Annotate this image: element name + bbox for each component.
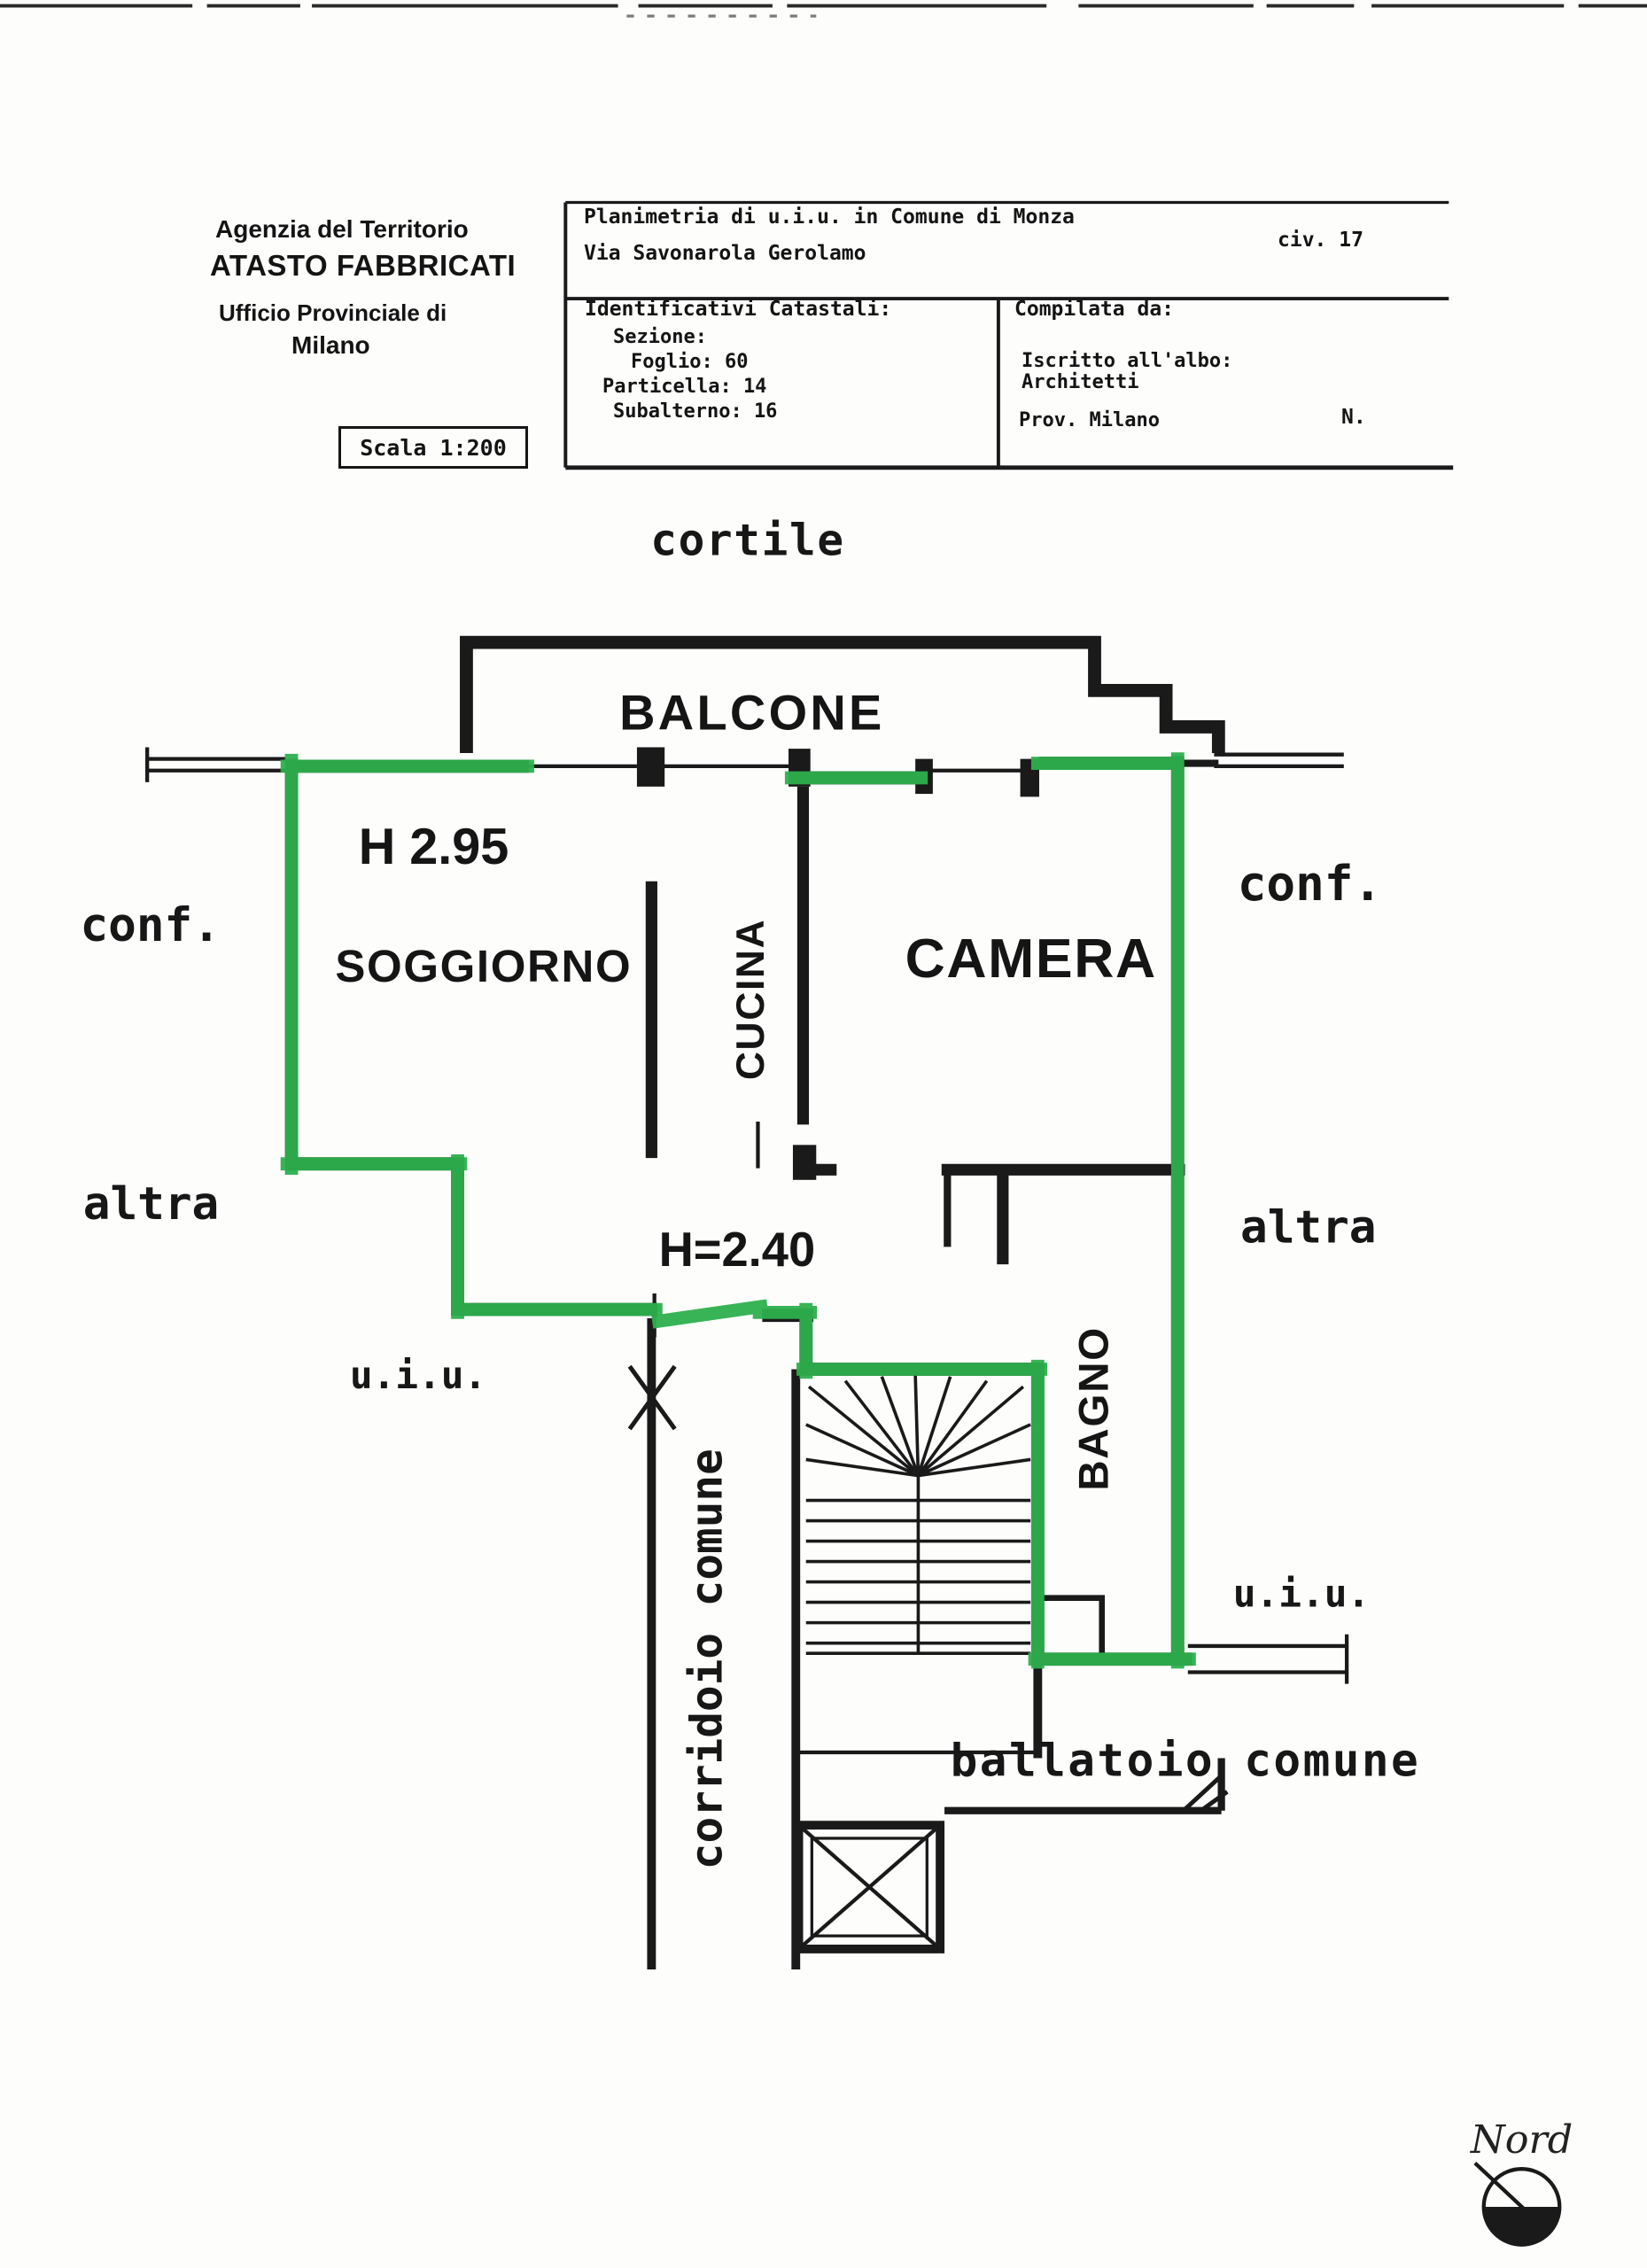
- label-altra-left: altra: [83, 1178, 219, 1231]
- label-height-corridor: H=2.40: [659, 1223, 816, 1277]
- label-balcone: BALCONE: [619, 685, 885, 741]
- label-nord: Nord: [1470, 2117, 1573, 2163]
- label-uiu-left: u.i.u.: [350, 1354, 486, 1398]
- label-cucina: CUCINA: [729, 919, 773, 1080]
- catastali-title: Identificativi Catastali:: [585, 298, 892, 321]
- label-corridoio: corridoio comune: [680, 1449, 732, 1869]
- civ-number: civ. 17: [1278, 229, 1363, 252]
- label-bagno: BAGNO: [1070, 1326, 1117, 1491]
- unit-boundary-green: [280, 752, 1196, 1669]
- catastali-sezione: Sezione:: [613, 326, 707, 348]
- north-compass-icon: [1473, 2162, 1562, 2247]
- bathroom-fixture: [1037, 1595, 1106, 1659]
- title-block-lines: [563, 200, 1454, 470]
- compilata-title: Compilata da:: [1014, 298, 1175, 321]
- agency-city: Milano: [291, 331, 370, 359]
- label-cortile: cortile: [650, 514, 844, 565]
- label-conf-left: conf.: [80, 898, 220, 952]
- label-altra-right: altra: [1240, 1202, 1376, 1254]
- prov-line: Prov. Milano: [1019, 409, 1160, 431]
- catastali-subalterno: Subalterno: 16: [613, 400, 778, 423]
- agency-name-line2: ATASTO FABBRICATI: [210, 249, 517, 282]
- albo-line1: Iscritto all'albo:: [1022, 350, 1233, 372]
- agency-office-line: Ufficio Provinciale di: [219, 299, 447, 326]
- planimetria-title: Planimetria di u.i.u. in Comune di Monza: [584, 206, 1075, 229]
- address-line: Via Savonarola Gerolamo: [584, 242, 866, 265]
- catastali-particella: Particella: 14: [602, 376, 767, 398]
- label-ballatoio: ballatoio comune: [951, 1735, 1421, 1787]
- agency-name-line1: Agenzia del Territorio: [215, 215, 469, 243]
- label-camera: CAMERA: [905, 928, 1157, 990]
- label-soggiorno: SOGGIORNO: [335, 941, 632, 991]
- label-uiu-right: u.i.u.: [1233, 1573, 1370, 1617]
- staircase: [805, 1375, 1031, 1655]
- elevator: [794, 1821, 945, 1953]
- albo-line2: Architetti: [1022, 371, 1139, 393]
- n-label: N.: [1341, 406, 1366, 429]
- label-conf-right: conf.: [1238, 856, 1382, 912]
- balcony-outline: [460, 635, 1225, 754]
- plan-labels: cortile BALCONE H 2.95 conf. SOGGIORNO C…: [80, 514, 1573, 2163]
- label-height-main: H 2.95: [359, 819, 509, 875]
- plan-walls: [145, 635, 1349, 1969]
- scale-label: Scala 1:200: [338, 426, 528, 469]
- catastali-foglio: Foglio: 60: [631, 351, 749, 373]
